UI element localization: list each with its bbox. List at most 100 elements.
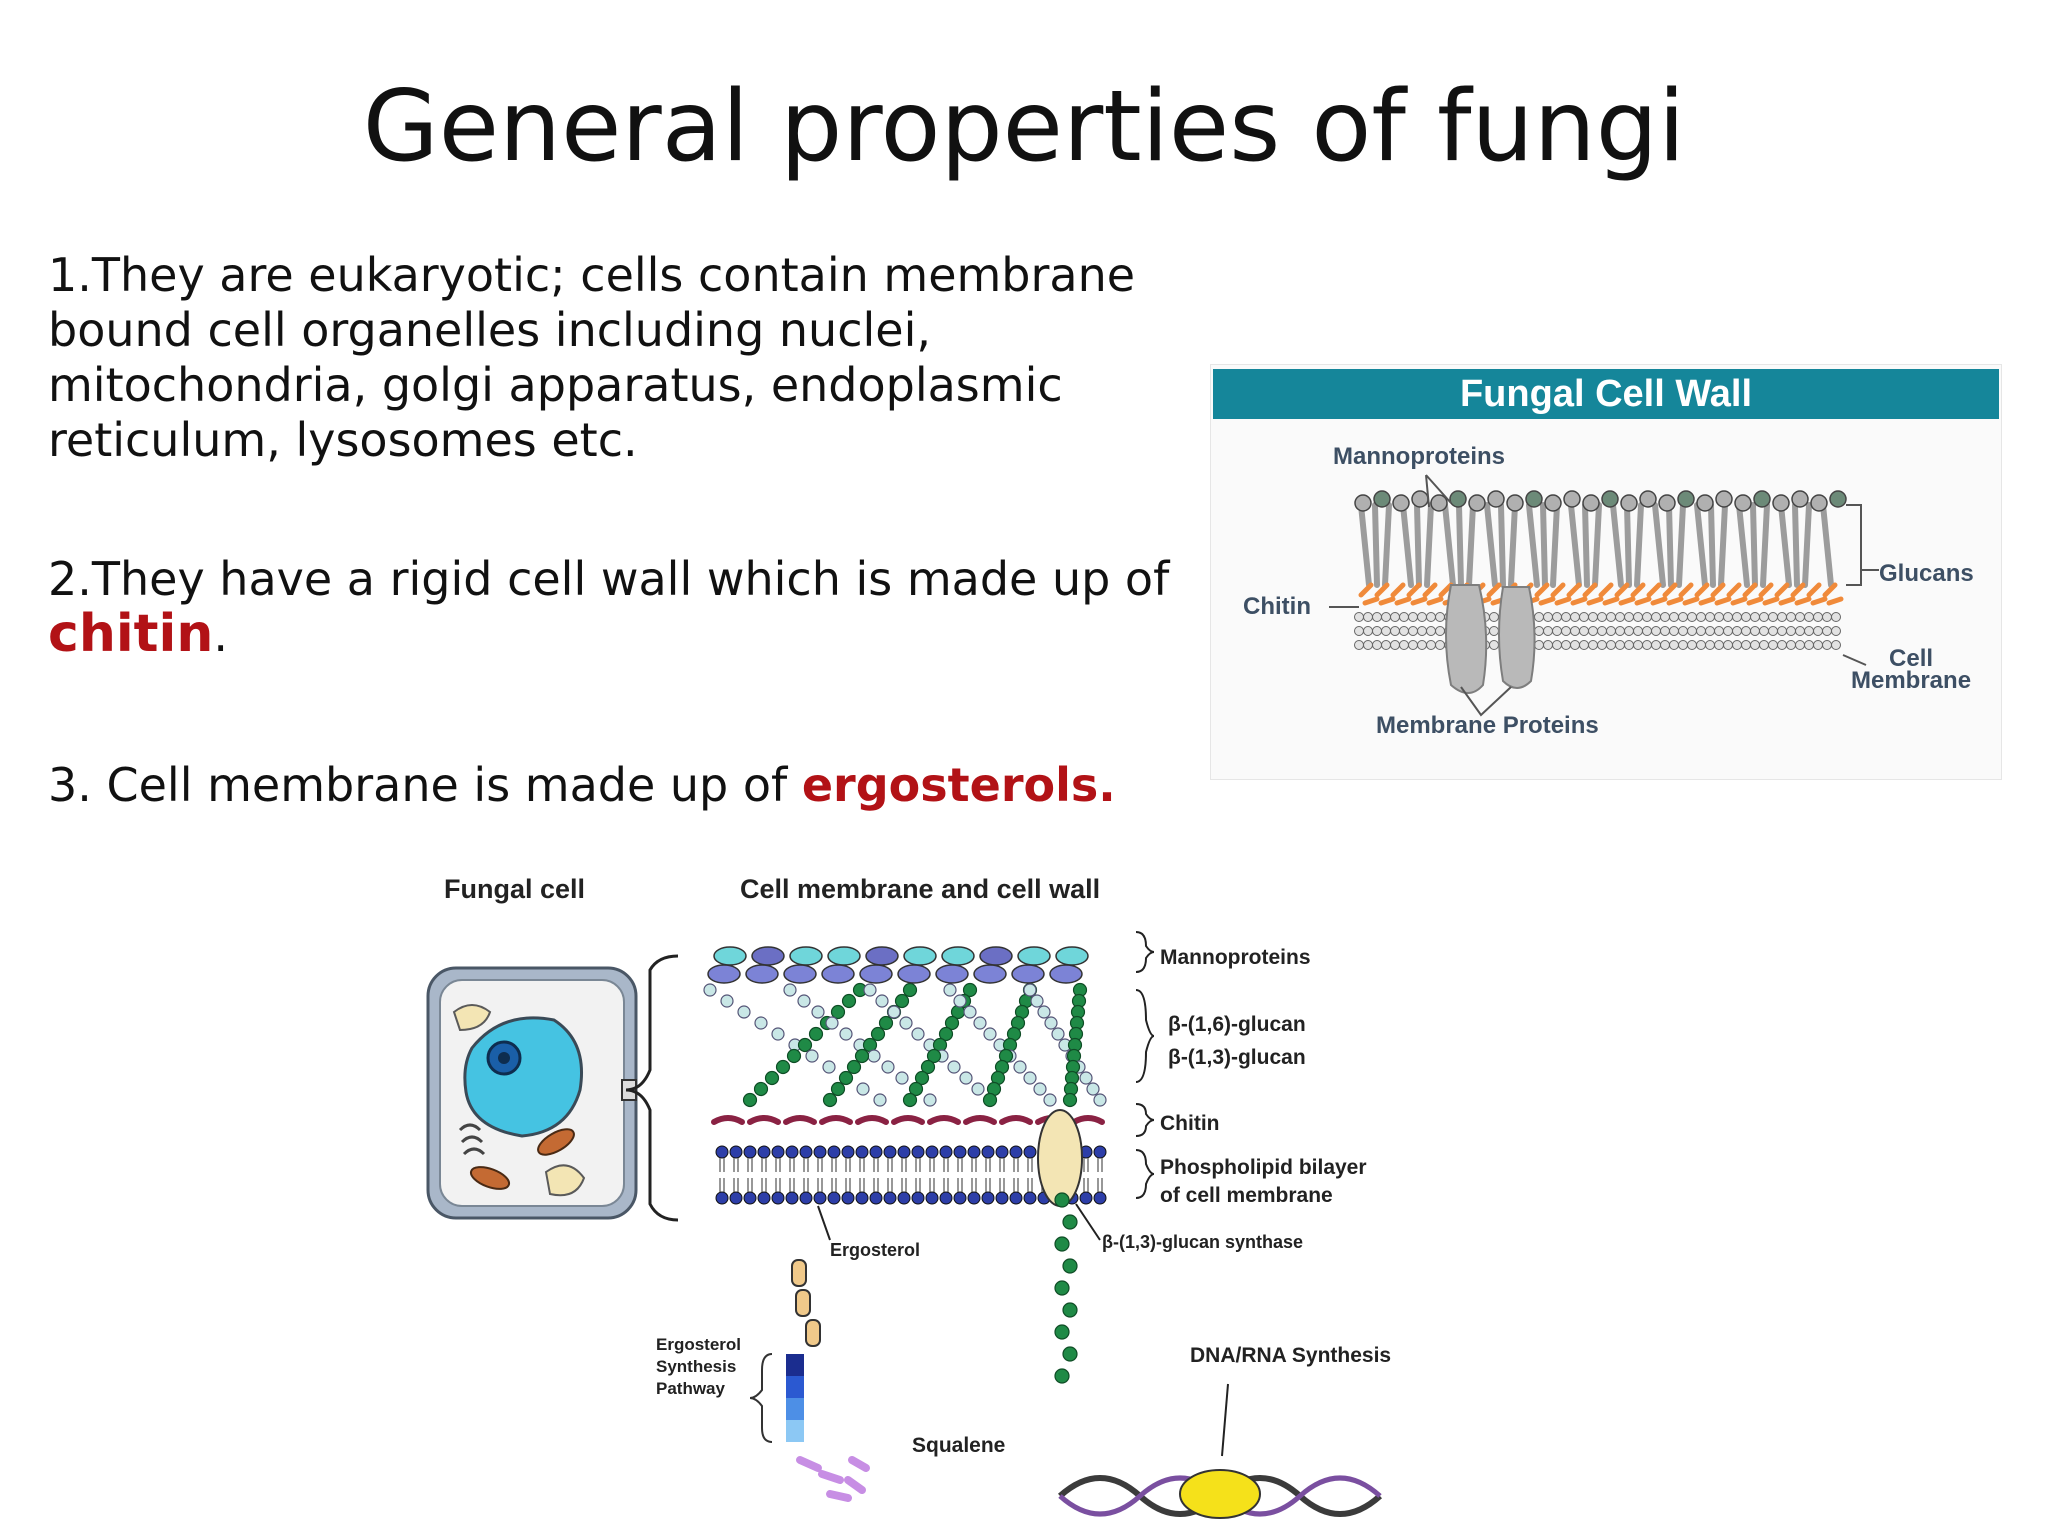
glucan-strands [1358,502,1834,588]
glucan-strand [1820,502,1834,588]
mannoprotein [1715,490,1733,508]
glucan-13-bead [775,1059,791,1075]
lipid-head-bottom [1687,640,1697,650]
chitin-arc [1071,1115,1105,1125]
point-eukaryotic: 1.They are eukaryotic; cells contain mem… [48,248,1178,468]
label-squalene: Squalene [912,1434,1006,1457]
glucan-13-bead [926,1048,942,1064]
glucan-13-bead [830,1081,846,1097]
mannoprotein-bottom [1011,964,1045,984]
lipid-head-bottom [1624,640,1634,650]
glucan-strand [1802,502,1812,588]
chitin-fiber [1742,582,1764,606]
lipid-head-bottom [1615,640,1625,650]
glucan-strand [1508,502,1518,588]
lipid-head-top [1624,612,1634,622]
label-mannoproteins-2: Mannoproteins [1160,946,1311,969]
point-2-suffix: . [213,608,228,662]
mannoprotein-bottom [745,964,779,984]
mannoprotein [1658,494,1676,512]
lipid-head-top [1561,612,1571,622]
lipid-head-mid [1822,626,1832,636]
lipid-tail-outer [1013,1158,1019,1172]
mannoprotein-top [979,946,1013,966]
glucan-13-bead [878,1015,894,1031]
zoom-bracket [625,954,679,1222]
lipid-head-top [1705,612,1715,622]
chitin-fiber [1646,582,1668,606]
point-cell-membrane: 3. Cell membrane is made up of ergostero… [48,758,1178,813]
glucan-16-bead [1030,994,1044,1008]
chitin-fiber [1758,582,1780,606]
mannoprotein [1696,494,1714,512]
glucan-strand [1568,502,1582,588]
lipid-head-inner [855,1191,869,1205]
lipid-tail-outer [775,1158,781,1172]
chitin-fiber [1806,582,1828,606]
lipid-head-bottom [1831,640,1841,650]
point-3-text: 3. Cell membrane is made up of ergostero… [48,758,1178,813]
lipid-head-top [1543,612,1553,622]
lipid-head-bottom [1534,640,1544,650]
label-glucans: Glucans [1879,560,1974,587]
lipid-head-mid [1831,626,1841,636]
lipid-tail-inner [1013,1178,1019,1192]
manno-bracket [1135,931,1155,973]
fungal-cell-wall-title: Fungal Cell Wall [1213,369,1999,419]
chitin-fiber [1582,582,1604,606]
glucan-16-bead [783,983,797,997]
glucan-16-bead [953,994,967,1008]
pathway-block-3 [786,1398,804,1420]
lipid-head-mid [1786,626,1796,636]
glucan-strand [1652,502,1666,588]
synthase-glucan-bead [1062,1302,1078,1318]
lipid-head-mid [1687,626,1697,636]
lipid-tail-outer [719,1158,725,1172]
lipid-head-bottom [1750,640,1760,650]
lipid-head-bottom [1588,640,1598,650]
mitochondrion-1 [537,1128,575,1156]
glucan-16-bead [703,983,717,997]
lipid-head-inner [939,1191,953,1205]
chitin-fiber [1822,582,1844,606]
lipid-tail-outer [761,1158,767,1172]
point-2-text: 2.They have a rigid cell wall which is m… [48,552,1178,663]
lipid-head-mid [1723,626,1733,636]
lipid-head-bottom [1678,640,1688,650]
glucan-strand [1634,502,1644,588]
glucan-16-bead [943,983,957,997]
mannoprotein [1734,494,1752,512]
glucan-16-bead [1093,1093,1107,1107]
lipid-tail-inner [985,1178,991,1192]
chitin-fiber [1374,582,1396,606]
lipid-tail-inner [747,1178,753,1192]
glucan-16-bead [856,1082,870,1096]
membrane-protein-shapes [1445,584,1536,694]
label-ergpath-line1: Ergosterol [656,1335,742,1354]
glucan-13-bead [894,993,910,1009]
glucan-strand [1718,502,1728,588]
lipid-head-mid [1642,626,1652,636]
lipid-head-outer [981,1145,995,1159]
glucan-strand [1414,502,1422,588]
glucan-16-bead [805,1049,819,1063]
chitin-fiber [1550,582,1572,606]
lipid-head-bottom [1435,640,1445,650]
lipid-head-bottom [1669,640,1679,650]
label-cell-membrane-line2: Membrane [1851,667,1972,694]
glucan-strand [1400,502,1414,588]
lipid-head-bottom [1354,640,1364,650]
lipid-head-bottom [1570,640,1580,650]
ergosterol-stack-1 [791,1259,807,1287]
label-phospholipid-line1: Phospholipid bilayer [1160,1156,1367,1179]
lipid-head-mid [1579,626,1589,636]
lipid-head-top [1552,612,1562,622]
glucans-bracket [1846,504,1879,586]
lipid-head-outer [967,1145,981,1159]
mannoprotein [1525,490,1543,508]
lipid-head-bottom [1408,640,1418,650]
lipid-head-top [1390,612,1400,622]
lipid-head-mid [1795,626,1805,636]
lipid-head-mid [1426,626,1436,636]
lipid-head-outer [827,1145,841,1159]
